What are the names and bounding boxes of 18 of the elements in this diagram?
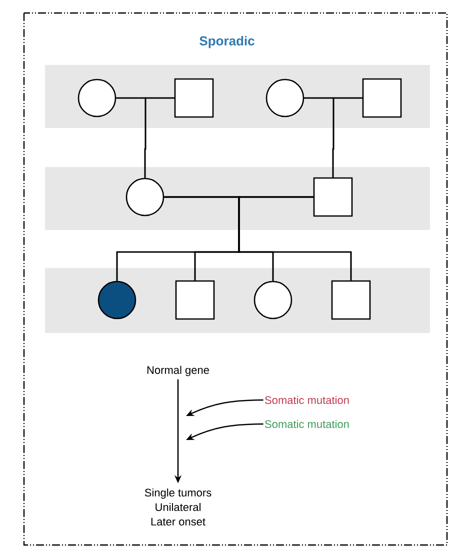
circle-symbol [78, 78, 116, 118]
square-symbol [313, 177, 353, 217]
square-symbol [362, 78, 402, 118]
title: Sporadic [200, 36, 254, 48]
circle-symbol [98, 280, 136, 320]
gene-label: Normal gene [147, 366, 209, 376]
outcome-text: Single tumors Unilateral Later onset [144, 488, 212, 526]
mutation-label: Somatic mutation [265, 420, 349, 428]
descent-line [238, 196, 352, 280]
square-symbol [174, 78, 214, 118]
circle-symbol [266, 78, 304, 118]
square-symbol [175, 280, 215, 320]
circle-symbol [126, 178, 164, 216]
mutation-label: Somatic mutation [265, 396, 349, 404]
square-symbol [331, 280, 371, 320]
descent-line [144, 97, 174, 178]
descent-line [332, 97, 362, 178]
circle-symbol [254, 280, 292, 320]
